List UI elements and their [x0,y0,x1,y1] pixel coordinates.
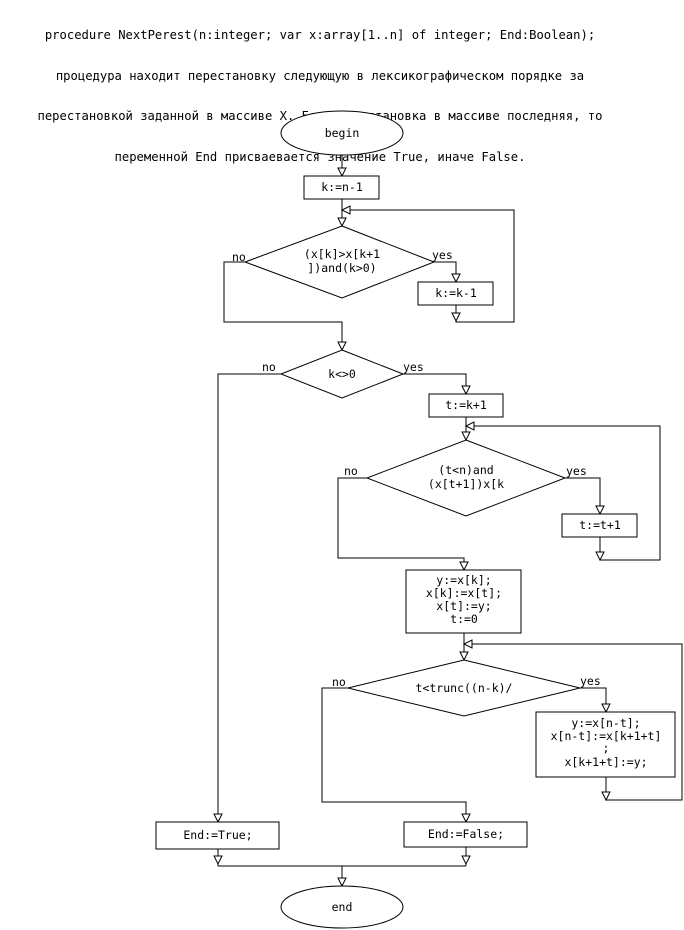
begin-node: begin [280,110,404,156]
header-line: procedure NextPerest(n:integer; var x:ar… [44,28,596,42]
t-init-label: t:=k+1 [445,398,487,412]
no-label: no [344,464,358,478]
swap-line: y:=x[k]; [436,573,491,587]
k-dec-label: k:=k-1 [435,286,477,300]
yes-label: yes [432,248,453,262]
condition-2-label: k<>0 [328,367,356,381]
arrowheads [213,167,611,888]
end-node: end [280,885,404,929]
swap2-line: ; [603,741,610,755]
t-inc-node: t:=t+1 [561,513,638,538]
swap2-line: x[k+1+t]:=y; [564,755,647,769]
swap2-line: y:=x[n-t]; [571,716,640,730]
branch-labels: no yes no yes no yes no yes [232,248,601,689]
end-label: end [332,900,353,914]
k-init-label: k:=n-1 [321,180,363,194]
condition-4-node: t<trunc((n-k)/ [347,659,581,717]
no-label: no [262,360,276,374]
no-label: no [332,675,346,689]
swap-line: t:=0 [450,612,478,626]
condition-2-node: k<>0 [279,349,405,399]
yes-label: yes [403,360,424,374]
yes-label: yes [566,464,587,478]
t-init-node: t:=k+1 [428,393,504,418]
swap-line: x[k]:=x[t]; [426,586,502,600]
swap-line: x[t]:=y; [436,599,491,613]
condition-1-node: (x[k]>x[k+1 ])and(k>0) [243,225,436,299]
begin-label: begin [325,126,360,140]
k-dec-node: k:=k-1 [417,281,494,306]
condition-3-line: (t<n)and [438,463,493,477]
condition-1-line: (x[k]>x[k+1 [304,247,380,261]
swap-node: y:=x[k]; x[k]:=x[t]; x[t]:=y; t:=0 [405,569,522,634]
condition-4-label: t<trunc((n-k)/ [416,681,513,695]
swap2-node: y:=x[n-t]; x[n-t]:=x[k+1+t] ; x[k+1+t]:=… [535,711,676,778]
end-false-label: End:=False; [428,827,504,841]
header-line: процедура находит перестановку следующую… [55,68,585,83]
k-init-node: k:=n-1 [303,175,380,200]
yes-label: yes [580,674,601,688]
no-label: no [232,250,246,264]
end-true-label: End:=True; [183,828,252,842]
t-inc-label: t:=t+1 [579,518,621,532]
swap2-line: x[n-t]:=x[k+1+t] [551,729,662,743]
end-false-node: End:=False; [403,821,528,848]
condition-1-line: ])and(k>0) [307,261,376,275]
end-true-node: End:=True; [155,821,280,850]
condition-3-line: (x[t+1])x[k [428,477,504,491]
condition-3-node: (t<n)and (x[t+1])x[k [365,439,567,517]
